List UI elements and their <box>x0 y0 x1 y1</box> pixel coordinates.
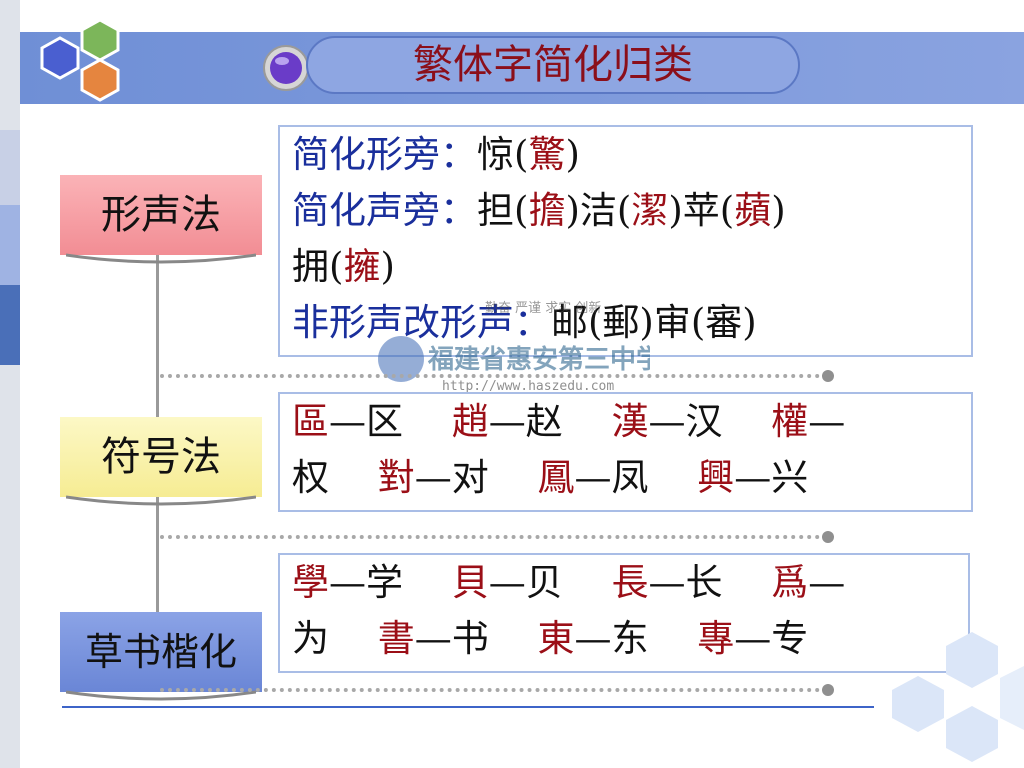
connector-dot <box>822 684 834 696</box>
traditional-char: 貝 <box>451 561 489 604</box>
simplified-char: —长 <box>648 561 723 604</box>
text: ) <box>771 189 786 232</box>
simplified-char: —区 <box>329 400 403 443</box>
traditional-char: 擔 <box>528 189 566 232</box>
school-watermark: 勤奋 严谨 求实 创新 福建省惠安第三中学 http://www.haszedu… <box>378 300 650 394</box>
simplified-char: 为 <box>292 617 329 660</box>
simplified-char: — <box>808 400 846 443</box>
pairs-line-1: 區—区 趙—赵 漢—汉 權— <box>292 394 971 450</box>
page-curl-icon <box>66 690 256 701</box>
line-prefix: 简化形旁： <box>292 133 477 176</box>
simplified-char: —兴 <box>734 456 809 499</box>
simplified-char: —对 <box>414 456 489 499</box>
pairs-line-2: 为 書—书 東—东 專—专 <box>292 611 968 667</box>
text: )苹( <box>668 189 735 232</box>
page-curl-icon <box>66 253 256 264</box>
simplified-char: —东 <box>574 617 649 660</box>
text: )洁( <box>565 189 632 232</box>
text: 拥( <box>292 245 344 288</box>
decorative-hexagons-icon <box>892 632 1024 762</box>
label-caoshu: 草书楷化 <box>60 612 262 701</box>
traditional-char: 對 <box>377 456 415 499</box>
traditional-char: 專 <box>697 617 735 660</box>
line-yong: 拥(擁) <box>292 239 971 295</box>
traditional-char: 爲 <box>771 561 809 604</box>
traditional-char: 擁 <box>343 245 381 288</box>
content-box-xingsheng: 简化形旁：惊(驚) 简化声旁：担(擔)洁(潔)苹(蘋) 拥(擁) 非形声改形声：… <box>278 125 973 357</box>
page-title: 繁体字简化归类 <box>413 42 693 88</box>
simplified-char: —贝 <box>488 561 563 604</box>
line-shengpang: 简化声旁：担(擔)洁(潔)苹(蘋) <box>292 183 971 239</box>
left-color-strip <box>0 0 20 768</box>
label-text: 符号法 <box>60 417 262 497</box>
simplified-char: 权 <box>292 456 329 499</box>
pairs-line-2: 权 對—对 鳳—凤 興—兴 <box>292 450 971 506</box>
traditional-char: 潔 <box>631 189 669 232</box>
simplified-char: —学 <box>329 561 403 604</box>
traditional-char: 驚 <box>528 133 566 176</box>
simplified-char: —赵 <box>488 400 563 443</box>
text: 邮(郵)审(審) <box>551 301 757 344</box>
label-fuhao: 符号法 <box>60 417 262 506</box>
traditional-char: 區 <box>292 400 329 443</box>
label-text: 草书楷化 <box>60 612 262 692</box>
traditional-char: 興 <box>697 456 735 499</box>
simplified-char: —汉 <box>648 400 723 443</box>
traditional-char: 長 <box>611 561 649 604</box>
simplified-char: —凤 <box>574 456 649 499</box>
line-feixingsheng: 非形声改形声：邮(郵)审(審) <box>292 295 971 351</box>
purple-orb-icon <box>263 45 309 91</box>
content-box-fuhao: 區—区 趙—赵 漢—汉 權— 权 對—对 鳳—凤 興—兴 <box>278 392 973 512</box>
traditional-char: 書 <box>377 617 415 660</box>
watermark-url: http://www.haszedu.com <box>442 379 614 394</box>
label-text: 形声法 <box>60 175 262 255</box>
label-xingsheng: 形声法 <box>60 175 262 264</box>
traditional-char: 鳳 <box>537 456 575 499</box>
hexagon-logo-icon <box>40 18 120 102</box>
traditional-char: 漢 <box>611 400 649 443</box>
text: 惊( <box>477 133 529 176</box>
page-curl-icon <box>66 495 256 506</box>
simplified-char: — <box>808 561 846 604</box>
text: ) <box>380 245 395 288</box>
bottom-divider <box>62 706 874 708</box>
title-pill: 繁体字简化归类 <box>306 36 800 94</box>
simplified-char: —书 <box>414 617 489 660</box>
traditional-char: 趙 <box>451 400 489 443</box>
watermark-motto: 勤奋 严谨 求实 创新 <box>485 300 601 316</box>
text: 担( <box>477 189 529 232</box>
dotted-connector <box>160 374 828 378</box>
connector-dot <box>822 370 834 382</box>
dotted-connector <box>160 688 828 692</box>
line-prefix: 简化声旁： <box>292 189 477 232</box>
pairs-line-1: 學—学 貝—贝 長—长 爲— <box>292 555 968 611</box>
traditional-char: 權 <box>771 400 809 443</box>
simplified-char: —专 <box>734 617 809 660</box>
dotted-connector <box>160 535 828 539</box>
traditional-char: 東 <box>537 617 575 660</box>
traditional-char: 學 <box>292 561 329 604</box>
watermark-school: 福建省惠安第三中学 <box>427 344 650 375</box>
text: ) <box>565 133 580 176</box>
connector-dot <box>822 531 834 543</box>
traditional-char: 蘋 <box>734 189 772 232</box>
line-prefix: 非形声改形声： <box>292 301 551 344</box>
line-xingpang: 简化形旁：惊(驚) <box>292 127 971 183</box>
content-box-caoshu: 學—学 貝—贝 長—长 爲— 为 書—书 東—东 專—专 <box>278 553 970 673</box>
